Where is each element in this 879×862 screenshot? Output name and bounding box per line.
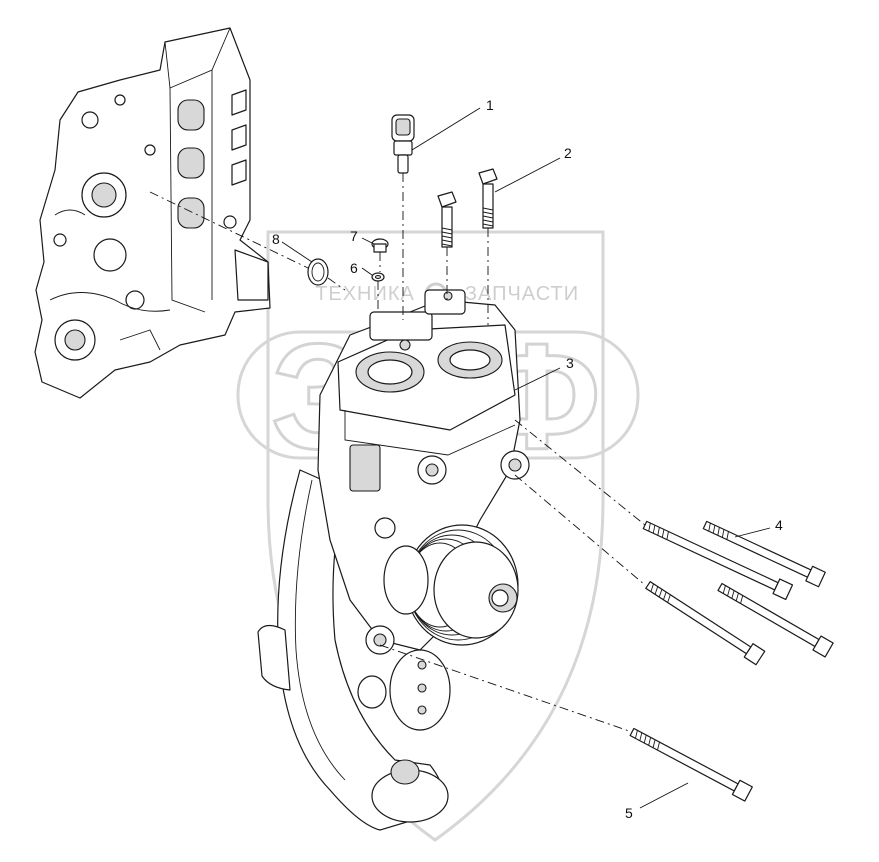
- part-6-washer: [371, 272, 385, 282]
- part-1-temperature-sensor: [391, 114, 415, 174]
- part-7-plug: [371, 238, 389, 253]
- part-5-bolt: [629, 727, 753, 802]
- engine-block: [34, 27, 271, 399]
- callout-2: 2: [564, 145, 572, 161]
- part-4-long-bolts: [642, 520, 834, 666]
- watermark-brand-left: ТЕХНИКА: [315, 283, 415, 305]
- callout-3: 3: [566, 355, 574, 371]
- callout-labels: 1 2 3 4 5 6 7 8: [272, 97, 783, 821]
- part-8-o-ring: [307, 258, 329, 286]
- callout-7: 7: [350, 228, 358, 244]
- callout-5: 5: [625, 805, 633, 821]
- callout-1: 1: [486, 97, 494, 113]
- callout-4: 4: [775, 517, 783, 533]
- part-2-bolts: [437, 168, 498, 248]
- callout-6: 6: [350, 260, 358, 276]
- leader-lines: [281, 107, 771, 809]
- alignment-lines: [149, 173, 646, 733]
- pump-pulley: [405, 524, 519, 646]
- water-pump-assembly: [257, 289, 530, 831]
- watermark-brand-right: ЗАПЧАСТИ: [465, 283, 579, 305]
- callout-8: 8: [272, 231, 280, 247]
